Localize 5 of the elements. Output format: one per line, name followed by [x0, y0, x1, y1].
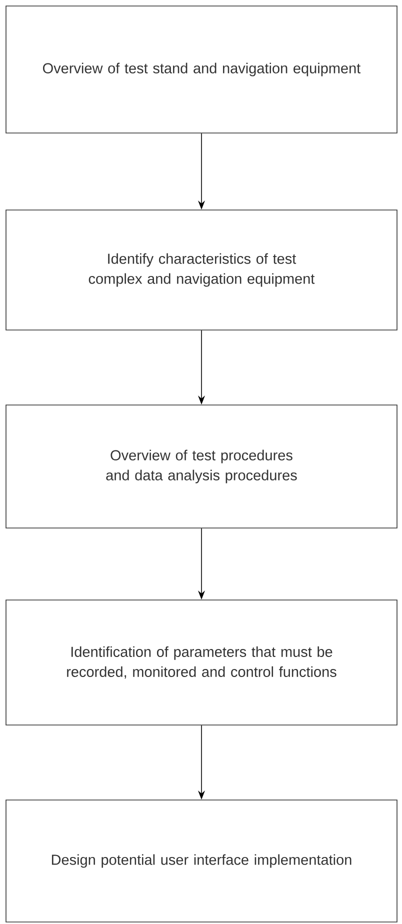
process-box: Identify characteristics of test complex and navigation equipment	[6, 210, 398, 330]
process-box: Identification of parameters that must be recorded, monitored and control functions	[6, 600, 398, 726]
process-box: Overview of test stand and navigation equipment	[6, 6, 398, 134]
process-box: Design potential user interface implementation	[6, 800, 398, 922]
process-box: Overview of test procedures and data analysis procedures	[6, 404, 398, 528]
